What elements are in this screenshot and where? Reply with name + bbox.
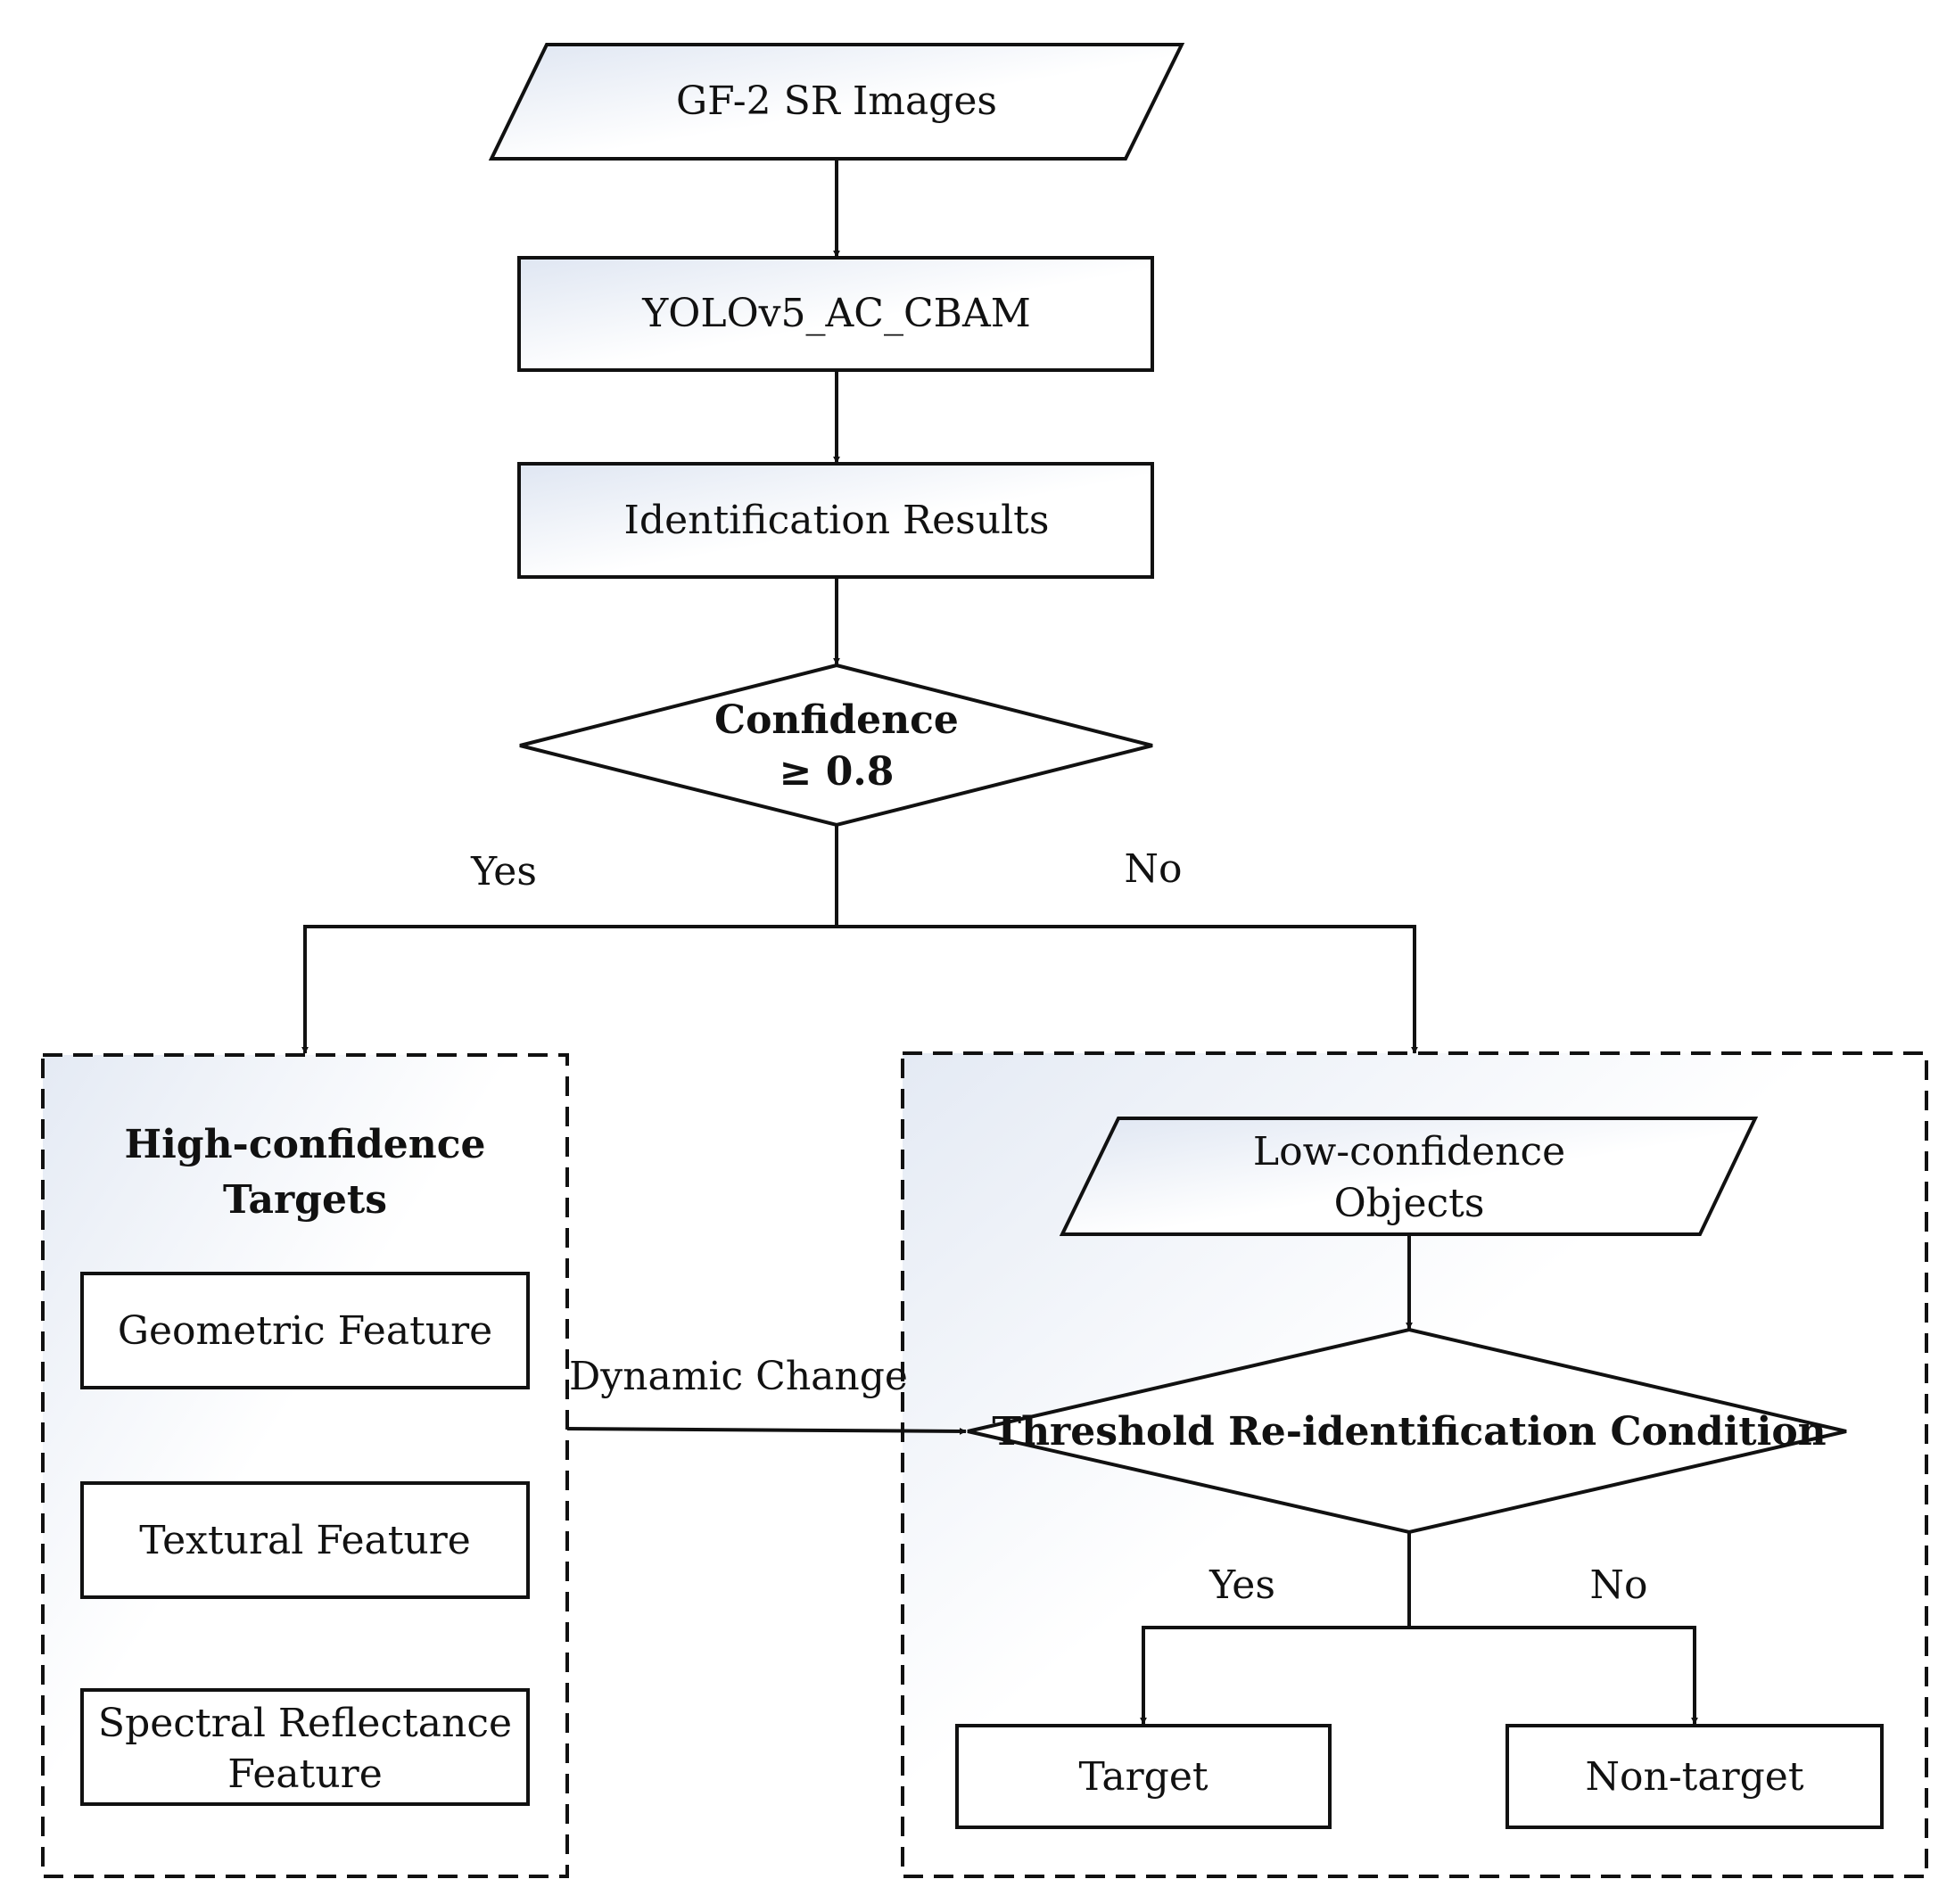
decision-label-line1: Confidence	[714, 697, 959, 743]
condition-yes-branch	[1140, 1626, 1409, 1725]
condition-yes-label: Yes	[1208, 1562, 1275, 1608]
model-box	[517, 256, 1154, 372]
geometric-feature-box	[80, 1272, 530, 1389]
input-images-label: GF-2 SR Images	[676, 78, 997, 124]
non-target-label: Non-target	[1585, 1754, 1803, 1800]
model-label: YOLOv5_AC_CBAM	[641, 291, 1031, 336]
geometric-feature-label: Geometric Feature	[118, 1308, 492, 1354]
spectral-feature-label-line1: Spectral Reflectance	[98, 1701, 512, 1746]
low-confidence-objects-label-line2: Objects	[1334, 1181, 1485, 1226]
spectral-feature-box	[80, 1688, 530, 1806]
high-confidence-title-line1: High-confidence	[125, 1122, 486, 1167]
threshold-condition-label: Threshold Re-identification Condition	[992, 1409, 1826, 1455]
target-label: Target	[1078, 1754, 1208, 1800]
dynamic-change-arrow	[566, 1427, 967, 1435]
decision-label-line2: ≥ 0.8	[780, 749, 895, 795]
confidence-decision-diamond	[519, 663, 1153, 828]
target-box	[955, 1724, 1332, 1829]
yes-branch-line	[301, 925, 837, 1054]
dynamic-change-label: Dynamic Change	[569, 1354, 908, 1399]
no-branch-line	[837, 925, 1418, 1054]
input-images-parallelogram	[488, 43, 1185, 161]
high-confidence-title-line2: Targets	[223, 1177, 387, 1223]
textural-feature-box	[80, 1481, 530, 1599]
low-confidence-objects-parallelogram	[1059, 1117, 1759, 1236]
spectral-feature-label-line2: Feature	[227, 1752, 383, 1797]
textural-feature-label: Textural Feature	[139, 1518, 471, 1563]
low-confidence-objects-label-line1: Low-confidence	[1253, 1129, 1565, 1175]
condition-no-branch	[1409, 1626, 1698, 1725]
condition-no-label: No	[1590, 1562, 1648, 1608]
results-label: Identification Results	[624, 498, 1050, 543]
no-label: No	[1125, 846, 1183, 892]
yes-label: Yes	[470, 849, 537, 894]
results-box	[517, 462, 1154, 579]
non-target-box	[1505, 1724, 1884, 1829]
